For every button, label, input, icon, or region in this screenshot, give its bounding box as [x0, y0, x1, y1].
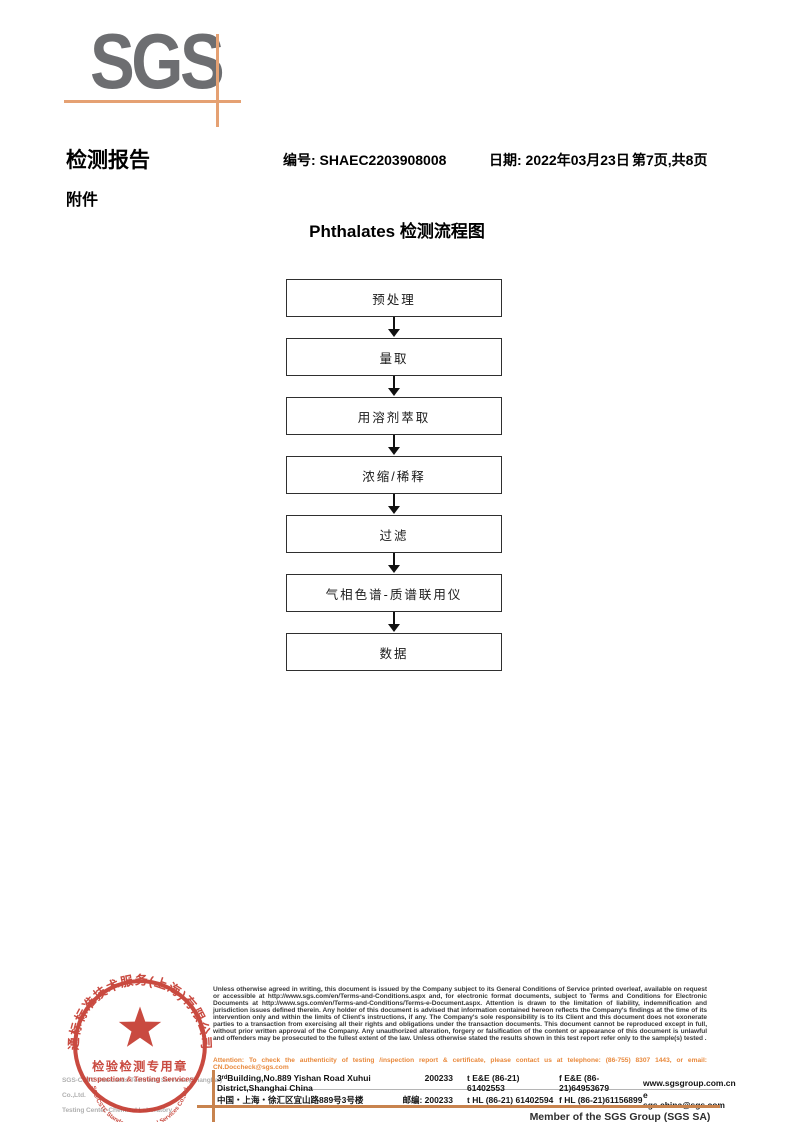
flowchart-step-gcms: 气相色谱-质谱联用仪: [286, 574, 502, 612]
address-cn: 中国・上海・徐汇区宜山路889号3号楼: [217, 1095, 364, 1105]
company-name-line1: SGS-CSTC Standards Technical Services (S…: [62, 1077, 222, 1099]
down-arrow-icon: [286, 435, 502, 456]
down-arrow-icon: [286, 376, 502, 397]
flowchart-step-measure: 量取: [286, 338, 502, 376]
company-name-gray: SGS-CSTC Standards Technical Services (S…: [62, 1073, 222, 1118]
telephone-cn: t HL (86-21) 61402594: [467, 1095, 554, 1105]
down-arrow-icon: [286, 317, 502, 338]
stamp-bottom-arc-text: SGS-CSTC Standards Technical Services Co…: [90, 1085, 190, 1122]
page-indicator: 第7页,共8页: [632, 152, 708, 168]
stamp-star-icon: [118, 1006, 162, 1047]
flowchart-step-filter: 过滤: [286, 515, 502, 553]
attention-notice: Attention: To check the authenticity of …: [213, 1057, 707, 1072]
stamp-seal-title: 检验检测专用章: [92, 1058, 188, 1073]
company-name-line2: Testing Center-Chemical Laboratory: [62, 1107, 173, 1114]
telephone-en: t E&E (86-21) 61402553: [467, 1073, 520, 1093]
flowchart: 预处理 量取 用溶剂萃取 浓缩/稀释 过滤 气相色谱-质谱联用仪 数据: [286, 279, 502, 671]
address-en: 3ʳᵈBuilding,No.889 Yishan Road Xuhui Dis…: [217, 1073, 371, 1093]
report-title: 检测报告: [66, 149, 150, 172]
website: www.sgsgroup.com.cn: [643, 1078, 736, 1088]
flowchart-step-solvent-extraction: 用溶剂萃取: [286, 397, 502, 435]
address-block: 3ʳᵈBuilding,No.889 Yishan Road Xuhui Dis…: [217, 1073, 736, 1110]
sgs-logo: SGS: [90, 17, 225, 105]
fax-en: f E&E (86-21)64953679: [559, 1073, 610, 1093]
attachment-label: 附件: [66, 192, 99, 209]
inspection-stamp: 通标标准技术服务(上海)有限公司 检验检测专用章 Inspection & Te…: [66, 972, 212, 1122]
terms-disclaimer: Unless otherwise agreed in writing, this…: [213, 986, 707, 1043]
postcode-en: 200233: [424, 1073, 453, 1083]
report-number: 编号: SHAEC2203908008: [283, 152, 447, 168]
flowchart-step-concentrate-dilute: 浓缩/稀释: [286, 456, 502, 494]
down-arrow-icon: [286, 612, 502, 633]
fax-cn: f HL (86-21)61156899: [559, 1095, 643, 1105]
flowchart-step-pretreatment: 预处理: [286, 279, 502, 317]
down-arrow-icon: [286, 553, 502, 574]
flowchart-title: Phthalates 检测流程图: [309, 222, 485, 241]
postcode-cn: 邮编: 200233: [402, 1095, 453, 1105]
sgs-member-line: Member of the SGS Group (SGS SA): [529, 1111, 711, 1123]
address-row-en: 3ʳᵈBuilding,No.889 Yishan Road Xuhui Dis…: [217, 1073, 736, 1093]
stamp-seal-subtitle: Inspection & Testing Services: [86, 1074, 193, 1083]
logo-vertical-line: [216, 34, 219, 127]
flowchart-step-data: 数据: [286, 633, 502, 671]
stamp-ring: [73, 979, 207, 1113]
logo-horizontal-line: [64, 100, 241, 103]
report-date: 日期: 2022年03月23日: [489, 152, 630, 168]
footer-horizontal-rule: [197, 1105, 720, 1108]
svg-text:SGS-CSTC Standards Technical S: SGS-CSTC Standards Technical Services Co…: [90, 1085, 190, 1122]
down-arrow-icon: [286, 494, 502, 515]
footer-vertical-rule: [212, 1070, 215, 1122]
